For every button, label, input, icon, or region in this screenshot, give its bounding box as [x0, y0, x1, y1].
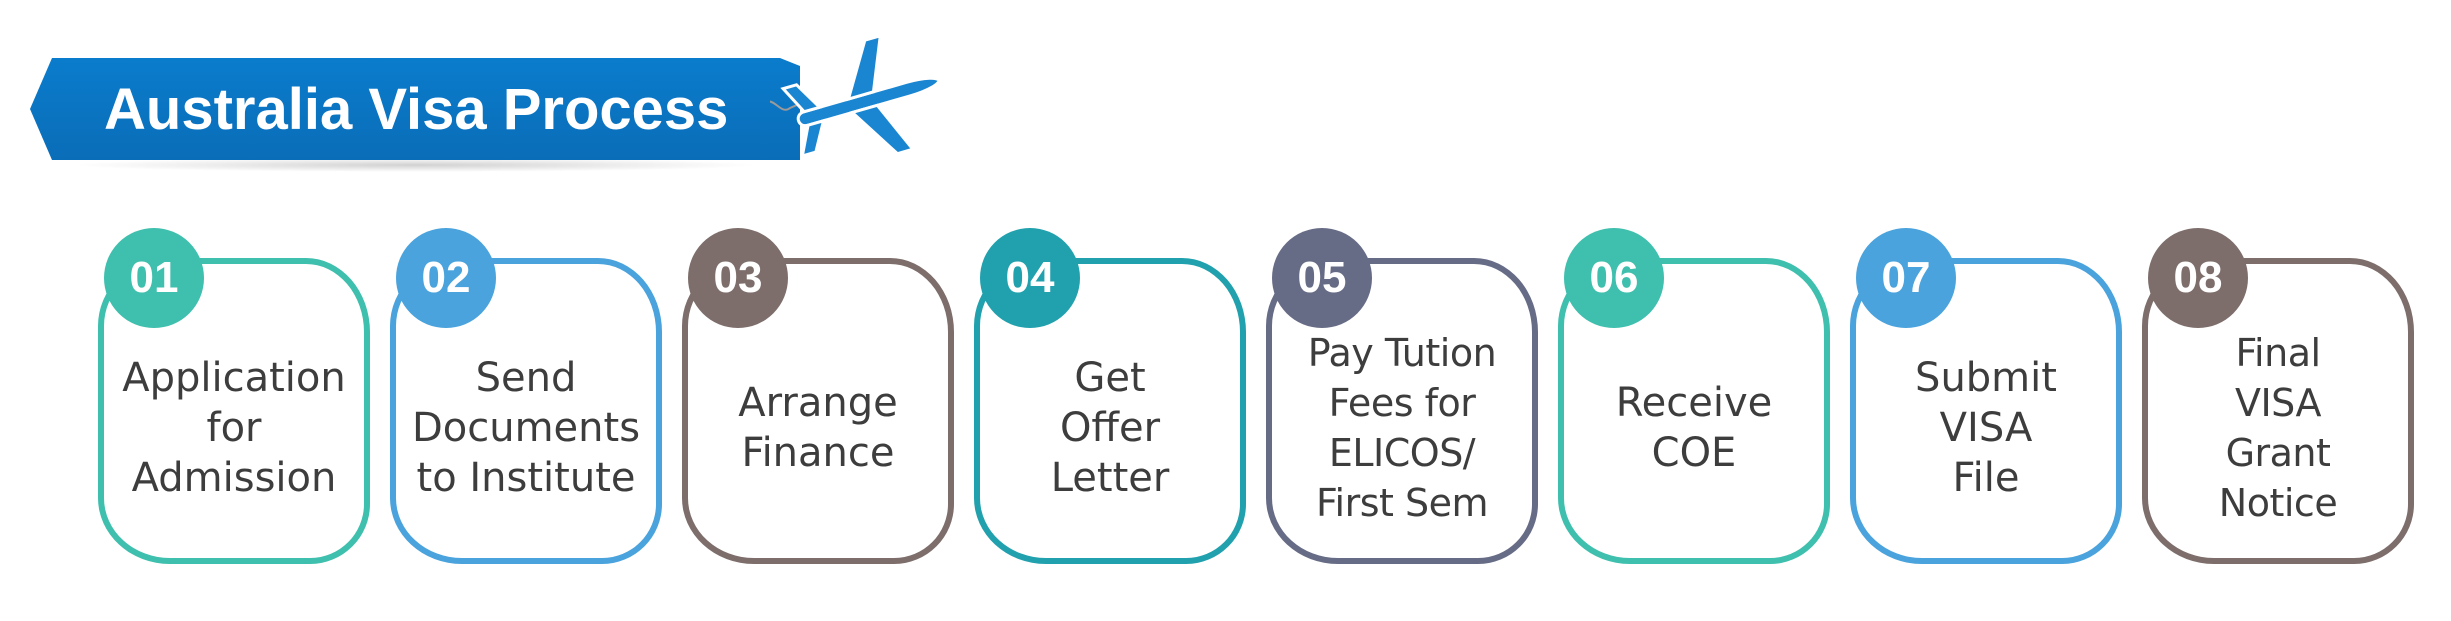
step-number-badge: 06 [1564, 228, 1664, 328]
step-label: Pay Tution Fees for ELICOS/ First Sem [1307, 331, 1497, 525]
step-number-badge: 05 [1272, 228, 1372, 328]
step-card [1266, 258, 1538, 564]
step-card [2142, 258, 2414, 564]
step-number-badge: 07 [1856, 228, 1956, 328]
step-number-badge: 04 [980, 228, 1080, 328]
step-number-badge: 02 [396, 228, 496, 328]
step-label: Receive COE [1615, 380, 1773, 476]
banner-shadow [70, 158, 760, 172]
step-number-badge: 08 [2148, 228, 2248, 328]
step-number-badge: 03 [688, 228, 788, 328]
step-number-badge: 01 [104, 228, 204, 328]
step-label: Arrange Finance [738, 380, 898, 476]
step-label: Final VISA Grant Notice [2218, 331, 2338, 525]
step-label: Application for Admission [122, 355, 346, 501]
step-label: Submit VISA File [1915, 355, 2057, 501]
banner-ribbon [30, 58, 800, 160]
airplane-icon [770, 38, 941, 159]
step-label: Get Offer Letter [1050, 355, 1170, 501]
title-banner: Australia Visa Process [30, 58, 800, 172]
page-title: Australia Visa Process [104, 77, 729, 142]
step-card [390, 258, 662, 564]
step-label: Send Documents to Institute [411, 355, 641, 501]
